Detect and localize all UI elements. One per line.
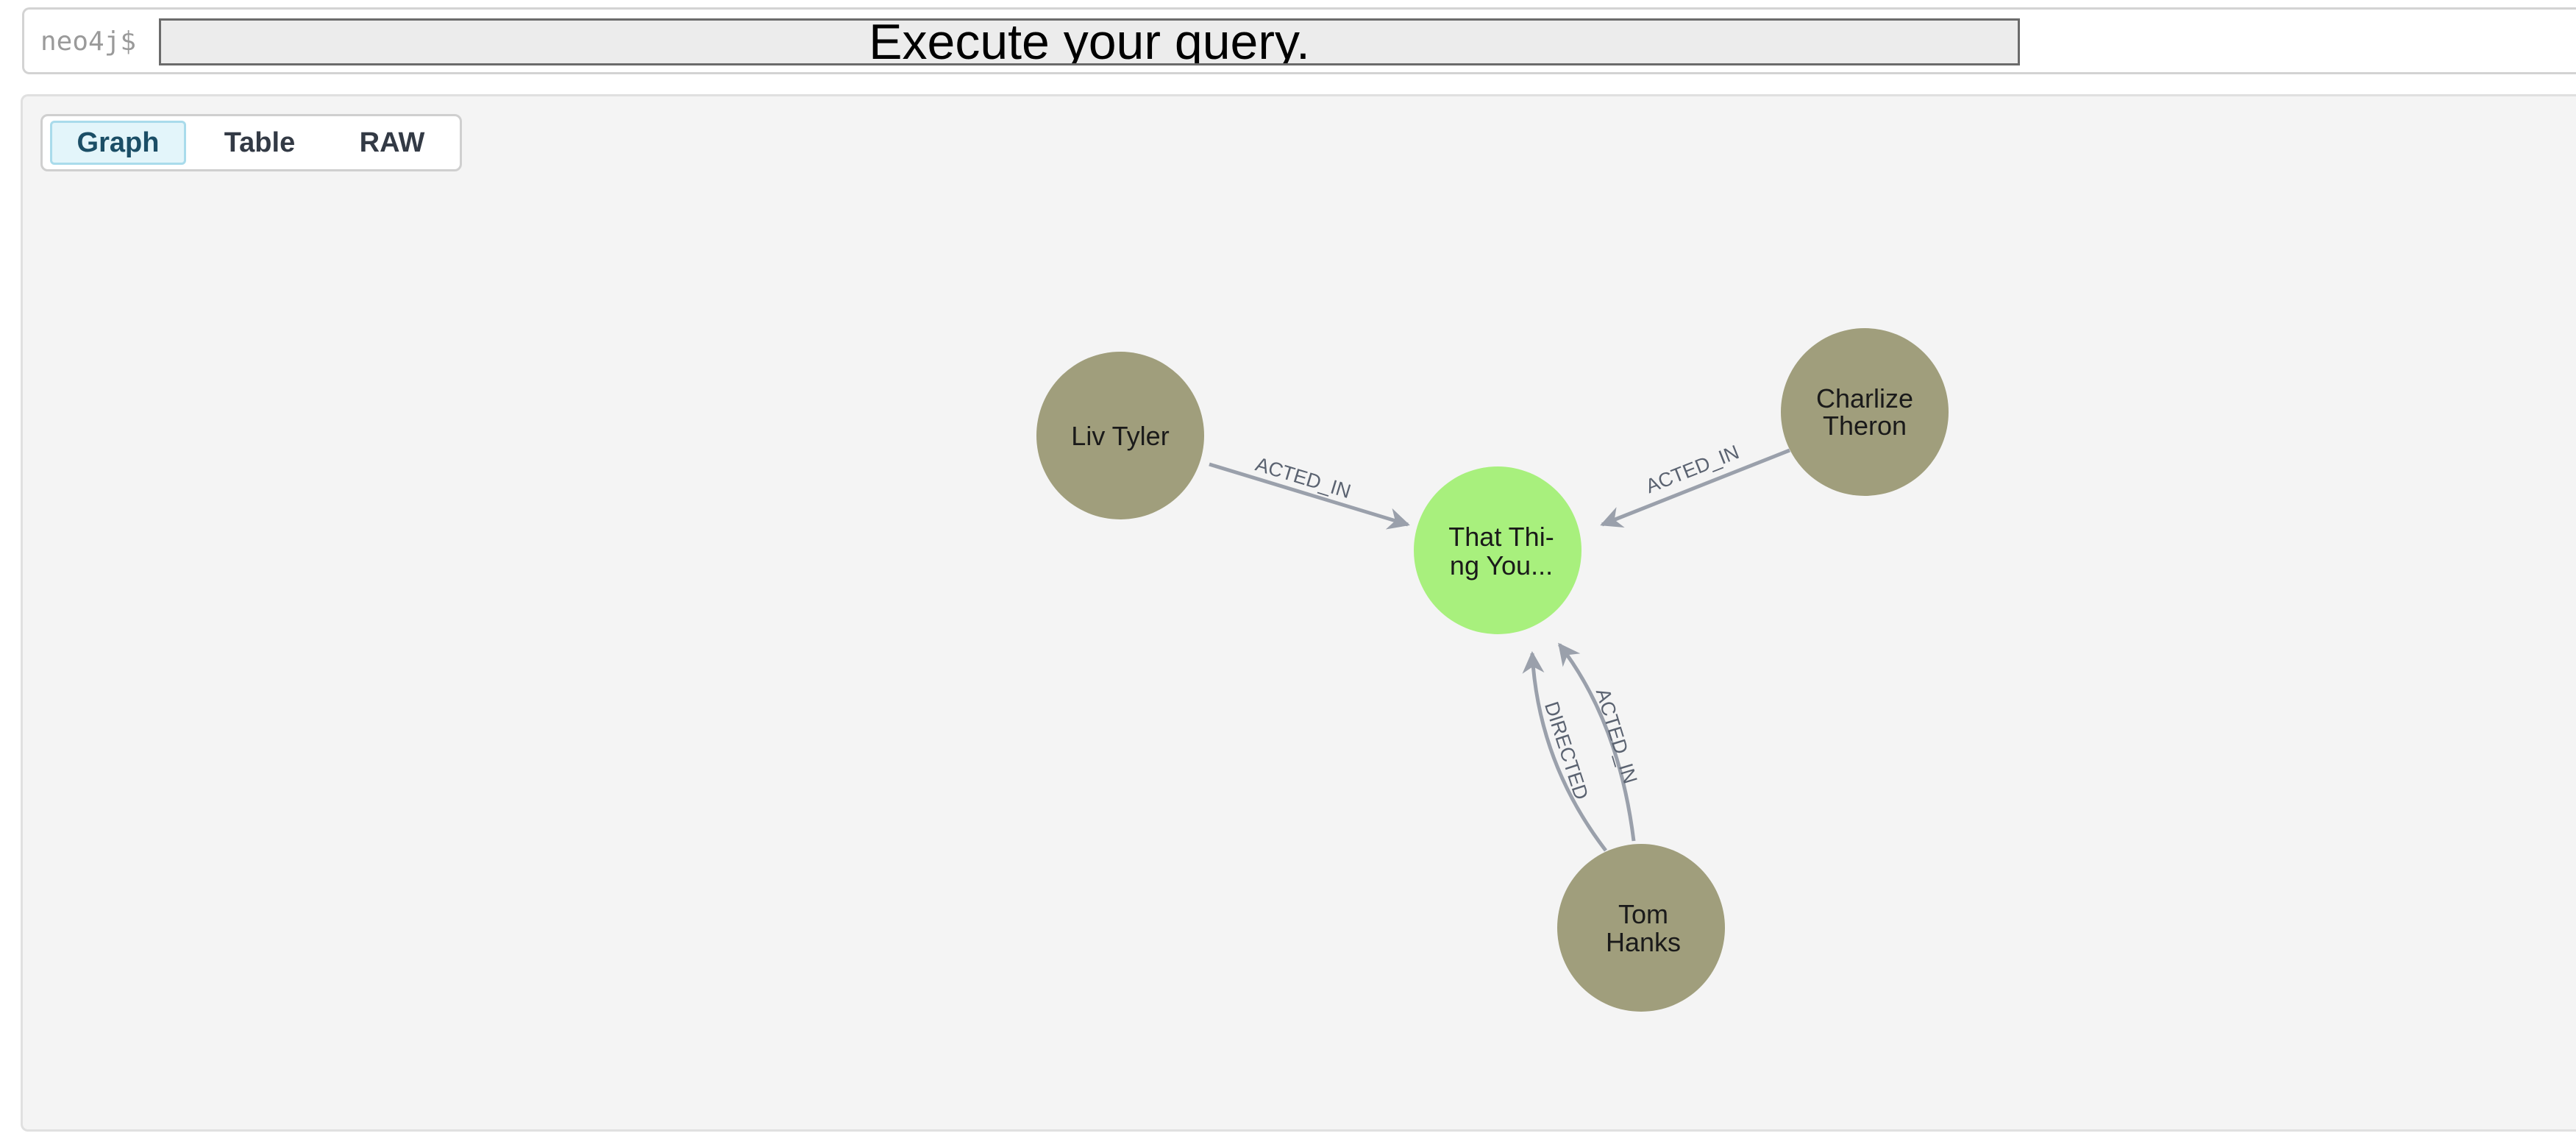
node-label-charlize-line2: Theron [1823, 411, 1907, 441]
tab-graph[interactable]: Graph [50, 121, 186, 165]
node-charlize-theron[interactable]: Charlize Theron [1781, 328, 1949, 496]
node-label-tom-line2: Hanks [1606, 927, 1681, 957]
tab-table[interactable]: Table [224, 127, 296, 158]
node-label-movie-line2: ng You... [1450, 550, 1553, 581]
rel-label-tom-acted-in: ACTED_IN [1592, 686, 1642, 786]
node-tom-hanks[interactable]: Tom Hanks [1557, 844, 1725, 1012]
result-frame: ACTED_IN ACTED_IN DIRECTED ACTED_IN Liv … [21, 94, 2576, 1132]
rel-label-liv-acted-in: ACTED_IN [1253, 453, 1353, 503]
node-label-tom-line1: Tom [1618, 899, 1668, 929]
relationship-liv-acted-in[interactable]: ACTED_IN [1209, 453, 1410, 530]
node-label-liv-tyler: Liv Tyler [1071, 421, 1169, 451]
relationship-charlize-acted-in[interactable]: ACTED_IN [1600, 441, 1790, 528]
view-tabs: Graph Table RAW [40, 114, 462, 171]
tab-raw[interactable]: RAW [359, 127, 425, 158]
query-bar: neo4j$ [22, 7, 2576, 74]
graph-canvas[interactable]: ACTED_IN ACTED_IN DIRECTED ACTED_IN Liv … [23, 96, 2576, 1134]
node-movie[interactable]: That Thi- ng You... [1414, 466, 1581, 634]
query-prompt: neo4j$ [40, 26, 137, 57]
query-input[interactable] [159, 18, 2020, 65]
node-label-movie-line1: That Thi- [1448, 522, 1554, 552]
node-label-charlize-line1: Charlize [1816, 383, 1913, 413]
relationship-tom-directed[interactable]: DIRECTED [1522, 651, 1607, 852]
node-liv-tyler[interactable]: Liv Tyler [1036, 352, 1204, 519]
